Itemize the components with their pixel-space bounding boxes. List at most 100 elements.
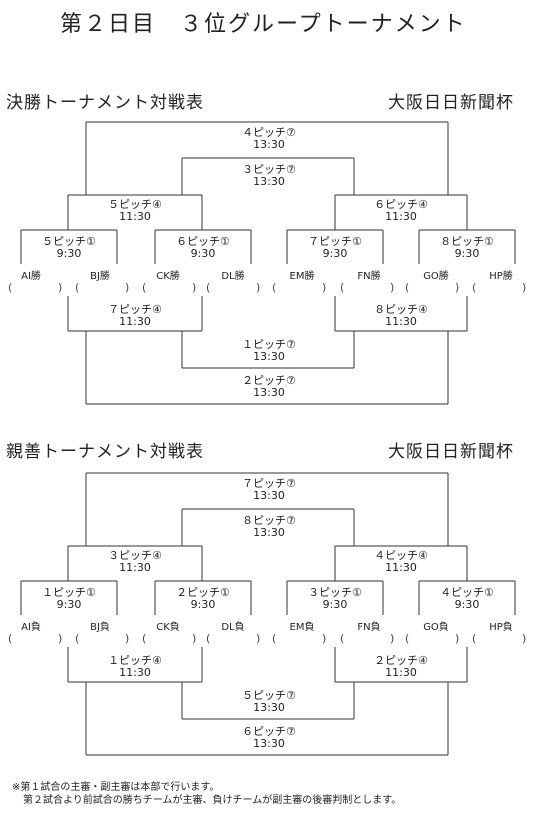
score-paren: ( — [272, 632, 277, 645]
score-paren: ) — [322, 632, 327, 645]
score-paren: ( — [340, 632, 345, 645]
team-slot: BJ負 — [90, 622, 110, 633]
match-time: 11:30 — [119, 315, 151, 328]
pitch-label: ４ピッチ⑦ — [242, 126, 296, 139]
pitch-label: ７ピッチ④ — [108, 303, 162, 316]
pitch-label: ７ピッチ① — [308, 235, 362, 248]
team-slot: FN負 — [357, 622, 381, 633]
pitch-label: ７ピッチ⑦ — [242, 477, 296, 490]
team-slot: BJ勝 — [90, 271, 110, 282]
footnote-line-1: ※第１試合の主審・副主審は本部で行います。 — [12, 782, 220, 793]
team-slot: EM勝 — [289, 271, 315, 282]
team-slot: AI負 — [21, 622, 41, 633]
match-time: 9:30 — [322, 598, 348, 611]
score-paren: ) — [125, 281, 130, 294]
match-time: 13:30 — [253, 350, 285, 363]
pitch-label: ５ピッチ⑦ — [242, 689, 296, 702]
bracket-title: 決勝トーナメント対戦表 — [6, 93, 204, 113]
match-time: 13:30 — [253, 737, 285, 750]
match-time: 11:30 — [119, 561, 151, 574]
match-time: 13:30 — [253, 386, 285, 399]
score-paren: ) — [58, 632, 63, 645]
score-paren: ( — [206, 632, 211, 645]
score-paren: ) — [256, 281, 261, 294]
match-time: 9:30 — [454, 247, 480, 260]
team-slot: AI勝 — [21, 271, 41, 282]
score-paren: ) — [322, 281, 327, 294]
score-paren: ( — [272, 281, 277, 294]
pitch-label: ２ピッチ④ — [374, 654, 428, 667]
pitch-label: ３ピッチ④ — [108, 549, 162, 562]
score-paren: ) — [125, 632, 130, 645]
score-paren: ( — [8, 632, 13, 645]
match-time: 13:30 — [253, 489, 285, 502]
team-slot: DL勝 — [221, 271, 245, 282]
pitch-label: ６ピッチ⑦ — [242, 725, 296, 738]
pitch-label: ８ピッチ① — [440, 235, 494, 248]
match-time: 9:30 — [56, 247, 82, 260]
match-time: 11:30 — [119, 210, 151, 223]
match-time: 13:30 — [253, 175, 285, 188]
pitch-label: ２ピッチ① — [176, 586, 230, 599]
match-time: 11:30 — [385, 666, 417, 679]
score-paren: ( — [206, 281, 211, 294]
score-paren: ) — [390, 281, 395, 294]
team-slot: HP負 — [489, 622, 513, 633]
pitch-label: ６ピッチ④ — [374, 198, 428, 211]
team-slot: CK負 — [156, 622, 180, 633]
score-paren: ) — [390, 632, 395, 645]
score-paren: ) — [522, 281, 527, 294]
score-paren: ) — [192, 632, 197, 645]
match-time: 11:30 — [385, 315, 417, 328]
pitch-label: ４ピッチ① — [440, 586, 494, 599]
pitch-label: ５ピッチ④ — [108, 198, 162, 211]
pitch-label: ４ピッチ④ — [374, 549, 428, 562]
match-time: 9:30 — [454, 598, 480, 611]
score-paren: ) — [455, 632, 460, 645]
match-time: 11:30 — [385, 210, 417, 223]
match-time: 13:30 — [253, 138, 285, 151]
score-paren: ( — [75, 632, 80, 645]
pitch-label: ３ピッチ⑦ — [242, 163, 296, 176]
pitch-label: ５ピッチ① — [42, 235, 96, 248]
team-slot: GO負 — [423, 622, 449, 633]
score-paren: ) — [192, 281, 197, 294]
match-time: 9:30 — [190, 247, 216, 260]
score-paren: ( — [142, 632, 147, 645]
pitch-label: ２ピッチ⑦ — [242, 374, 296, 387]
score-paren: ( — [8, 281, 13, 294]
pitch-label: １ピッチ④ — [108, 654, 162, 667]
score-paren: ( — [405, 632, 410, 645]
pitch-label: ８ピッチ⑦ — [242, 514, 296, 527]
pitch-label: １ピッチ① — [42, 586, 96, 599]
match-time: 11:30 — [119, 666, 151, 679]
team-slot: CK勝 — [156, 271, 180, 282]
score-paren: ( — [472, 632, 477, 645]
pitch-label: ３ピッチ① — [308, 586, 362, 599]
bracket-title: 親善トーナメント対戦表 — [6, 442, 204, 462]
match-time: 13:30 — [253, 526, 285, 539]
team-slot: EM負 — [289, 622, 315, 633]
team-slot: FN勝 — [357, 271, 381, 282]
